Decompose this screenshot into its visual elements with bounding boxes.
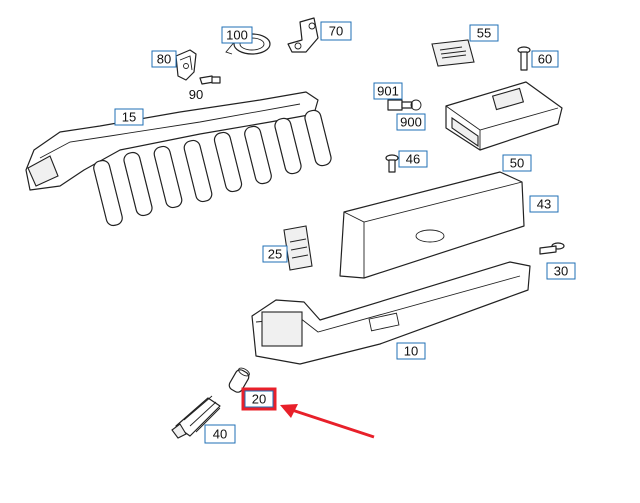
callout-55: 55 bbox=[469, 24, 499, 42]
callout-30-label: 30 bbox=[554, 264, 568, 279]
highlight-box bbox=[241, 387, 277, 411]
callout-25: 25 bbox=[262, 245, 288, 263]
callout-70-label: 70 bbox=[329, 24, 343, 39]
plug-boot-part-20 bbox=[228, 367, 250, 393]
callout-60-label: 60 bbox=[538, 52, 552, 67]
callout-30: 30 bbox=[546, 262, 576, 280]
callout-80: 80 bbox=[151, 50, 177, 68]
callout-100: 100 bbox=[221, 26, 253, 44]
callout-10: 10 bbox=[396, 342, 426, 360]
callout-40-label: 40 bbox=[213, 427, 227, 442]
callout-50-label: 50 bbox=[510, 156, 524, 171]
cover-part-43 bbox=[339, 171, 525, 279]
callout-43-label: 43 bbox=[537, 197, 551, 212]
callout-900-label: 900 bbox=[400, 115, 422, 130]
callout-60: 60 bbox=[531, 50, 559, 68]
label-90: 90 bbox=[189, 87, 203, 102]
ignition-coil-rail-part-15 bbox=[25, 91, 332, 227]
callout-900: 900 bbox=[396, 113, 426, 131]
control-unit-part-50 bbox=[445, 81, 563, 151]
callout-43: 43 bbox=[529, 195, 559, 213]
screw-part-30 bbox=[539, 242, 565, 255]
callout-10-label: 10 bbox=[404, 344, 418, 359]
callout-46-label: 46 bbox=[406, 152, 420, 167]
callout-20-label: 20 bbox=[252, 392, 266, 407]
callout-901: 901 bbox=[373, 82, 403, 100]
callout-901-label: 901 bbox=[377, 84, 399, 99]
sticker-part-55 bbox=[431, 39, 475, 67]
housing-part-10 bbox=[251, 261, 531, 365]
sticker-part-25 bbox=[283, 225, 313, 271]
screw-part-60 bbox=[517, 46, 531, 71]
coil-tubes bbox=[93, 109, 332, 227]
callout-80-label: 80 bbox=[157, 52, 171, 67]
highlight-arrow-line bbox=[291, 408, 375, 439]
highlight-arrow-head bbox=[280, 404, 298, 418]
screw-part-46 bbox=[385, 154, 399, 173]
connector-part-901 bbox=[387, 99, 422, 111]
callout-100-label: 100 bbox=[226, 28, 248, 43]
callout-25-label: 25 bbox=[268, 247, 282, 262]
callout-15: 15 bbox=[114, 108, 144, 126]
callout-55-label: 55 bbox=[477, 26, 491, 41]
spark-plug-part-40 bbox=[171, 395, 221, 439]
callout-70: 70 bbox=[320, 21, 352, 41]
callout-15-label: 15 bbox=[122, 110, 136, 125]
callout-40: 40 bbox=[204, 424, 236, 444]
bolt-part-90 bbox=[199, 75, 221, 85]
bracket-part-80 bbox=[175, 49, 197, 81]
callout-46: 46 bbox=[398, 150, 428, 168]
callout-50: 50 bbox=[502, 154, 532, 172]
callout-20: 20 bbox=[244, 390, 274, 408]
bracket-part-70 bbox=[287, 17, 319, 53]
